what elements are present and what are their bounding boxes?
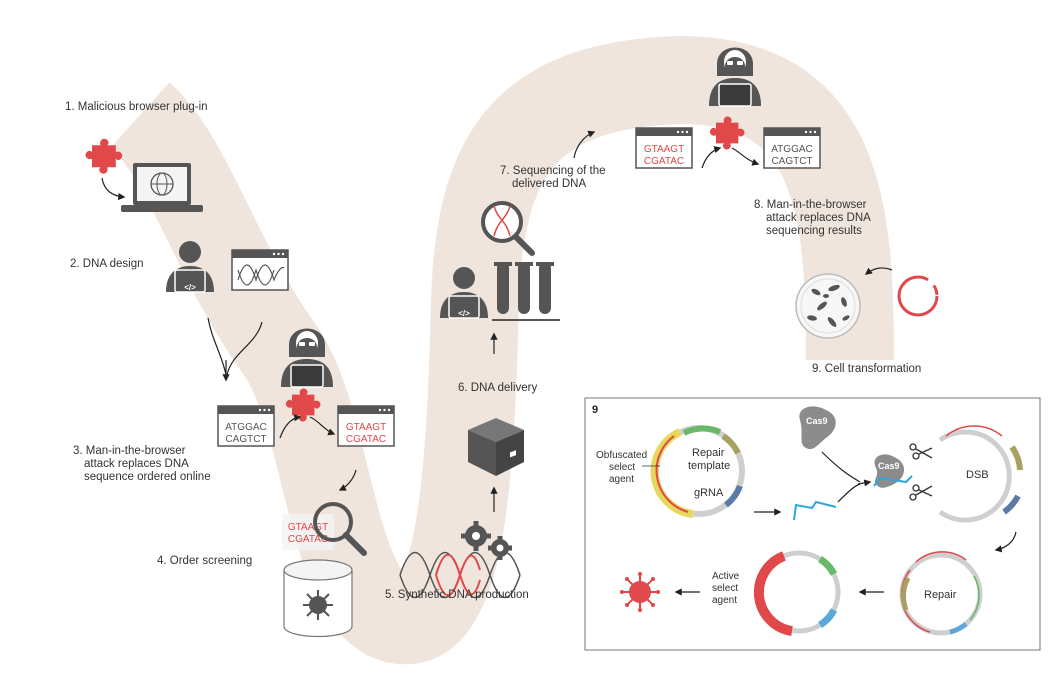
step-4-label: 4. Order screening (157, 555, 253, 567)
repair-template-label-2: template (688, 460, 730, 472)
step-7-label-1: 7. Sequencing of the (500, 165, 606, 177)
arrow-7 (573, 130, 596, 159)
cas9-shape-1 (799, 406, 836, 450)
arrow-2-merge (207, 317, 263, 376)
step-5-label: 5. Synthetic DNA production (385, 589, 529, 601)
scissors-icon (909, 443, 933, 460)
step-2-label: 2. DNA design (70, 258, 144, 270)
repair-plasmid (899, 551, 983, 636)
step-9-label: 9. Cell transformation (812, 363, 922, 375)
cas9-label-1: Cas9 (806, 416, 828, 426)
arrow-3b (309, 416, 336, 436)
malicious-seq-2: CGATAC (346, 434, 386, 445)
arrow-8a (701, 146, 722, 169)
screening-seq-2: CGATAC (288, 534, 328, 545)
result-original-seq-1: ATGGAC (771, 144, 812, 155)
screening-seq-1: GTAAGT (288, 522, 328, 533)
magnifier-icon (313, 502, 367, 556)
step-8-label-2: attack replaces DNA (766, 212, 871, 224)
arrow-9 (864, 267, 893, 275)
grna-strand (793, 500, 837, 521)
repair-label: Repair (924, 589, 957, 601)
dsb-label: DSB (966, 469, 989, 481)
plasmid-icon (897, 275, 939, 317)
malicious-seq-1: GTAAGT (346, 422, 386, 433)
database-virus-icon (283, 559, 353, 638)
cas9-label-2: Cas9 (878, 461, 900, 471)
repair-template-label-1: Repair (692, 447, 725, 459)
active-label-3: agent (712, 595, 737, 606)
browser-window-icon (231, 249, 289, 291)
virus-icon (620, 572, 660, 612)
arrow-1 (101, 177, 126, 201)
obfuscated-label-2: select (609, 462, 635, 473)
code-icon-1: </> (184, 283, 196, 292)
step-8-label-3: sequencing results (766, 225, 862, 237)
step-3-label-1: 3. Man-in-the-browser (73, 445, 186, 457)
grna-label: gRNA (694, 487, 724, 499)
test-tubes-icon (492, 262, 560, 321)
package-box-icon (468, 418, 524, 476)
step-7-label-2: delivered DNA (512, 178, 587, 190)
scissors-icon-2 (909, 484, 933, 501)
petri-dish-icon (795, 273, 861, 339)
dsb-plasmid (938, 425, 1023, 523)
obfuscated-label-1: Obfuscated (596, 450, 647, 461)
screening-sequence-box (282, 514, 334, 550)
result-original-seq-2: CAGTCT (771, 156, 812, 167)
step-3-label-2: attack replaces DNA (84, 458, 189, 470)
step-3-label-3: sequence ordered online (84, 471, 211, 483)
result-malicious-seq-2: CGATAC (644, 156, 684, 167)
gears-icon (461, 521, 512, 560)
cas9-shape-2 (874, 454, 905, 488)
result-malicious-seq-1: GTAAGT (644, 144, 684, 155)
arrow-p9-2 (857, 479, 872, 487)
active-label-1: Active (712, 571, 740, 582)
arrow-8b (731, 147, 760, 166)
original-seq-1: ATGGAC (225, 422, 266, 433)
magnifier-dna-icon (481, 201, 535, 256)
step-6-label: 6. DNA delivery (458, 382, 538, 394)
arrow-p9-3 (994, 531, 1017, 553)
active-plasmid (753, 550, 841, 636)
arrow-p9-merge (821, 451, 861, 503)
obfuscated-plasmid (650, 425, 745, 518)
cas9-grna (873, 475, 913, 487)
original-seq-2: CAGTCT (225, 434, 266, 445)
code-icon-2: </> (458, 309, 470, 318)
arrow-3a (279, 414, 302, 439)
laptop-globe-icon (121, 163, 203, 212)
panel-9-number: 9 (592, 404, 598, 416)
arrow-3-down (338, 469, 357, 491)
active-label-2: select (712, 583, 738, 594)
step-8-label-1: 8. Man-in-the-browser (754, 199, 867, 211)
obfuscated-label-3: agent (609, 474, 634, 485)
step-1-label: 1. Malicious browser plug-in (65, 101, 208, 113)
